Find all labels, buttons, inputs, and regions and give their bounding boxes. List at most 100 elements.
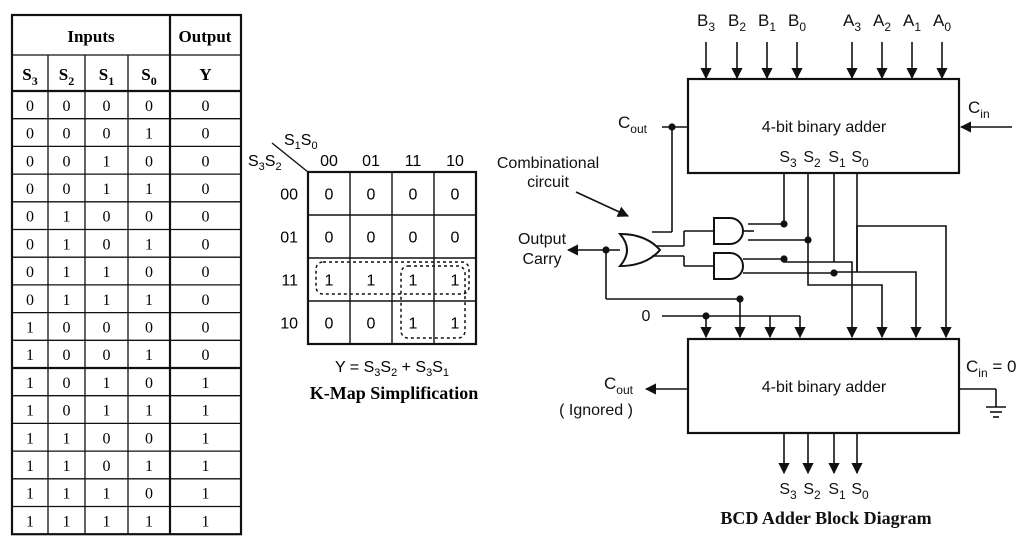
table-cell: 1	[145, 458, 153, 475]
kmap-cell: 1	[367, 273, 376, 290]
table-cell: 0	[63, 319, 71, 336]
table-cell: 0	[202, 181, 210, 198]
input-label-a0: A0	[933, 11, 951, 34]
table-cell: 0	[63, 181, 71, 198]
table-cell: 0	[103, 319, 111, 336]
table-cell: 1	[103, 292, 111, 309]
top-output-s3: S3	[779, 149, 797, 170]
table-cell: 1	[103, 264, 111, 281]
truth-table-header-s1: S1	[99, 65, 114, 88]
table-cell: 1	[202, 458, 210, 475]
truth-table-border	[10, 13, 243, 536]
table-cell: 1	[145, 126, 153, 143]
kmap-cell: 0	[367, 187, 376, 204]
kmap-cell: 1	[325, 273, 334, 290]
table-cell: 0	[26, 209, 34, 226]
kmap-row-variables: S3S2	[248, 153, 282, 173]
kmap-row-label: 11	[281, 273, 298, 290]
table-cell: 1	[26, 513, 34, 530]
table-cell: 0	[103, 347, 111, 364]
table-cell: 0	[26, 126, 34, 143]
kmap-corner-diagonal	[271, 142, 309, 173]
kmap-cell: 1	[451, 273, 460, 290]
table-cell: 0	[202, 236, 210, 253]
junction-carry	[602, 246, 610, 254]
or-gate	[617, 232, 662, 268]
input-label-b3: B3	[697, 11, 715, 34]
table-cell: 0	[26, 292, 34, 309]
and-gate-2	[713, 252, 744, 280]
table-cell: 1	[202, 403, 210, 420]
table-cell: 0	[103, 98, 111, 115]
s0-route	[856, 225, 952, 339]
junction-s3-b	[780, 255, 788, 263]
combinational-pointer	[575, 191, 630, 217]
kmap-cell: 1	[409, 316, 418, 333]
final-output-s2: S2	[803, 481, 821, 502]
top-adder-label: 4-bit binary adder	[762, 119, 887, 136]
junction-cout	[668, 123, 676, 131]
table-cell: 1	[63, 486, 71, 503]
input-label-b0: B0	[788, 11, 806, 34]
table-cell: 0	[202, 292, 210, 309]
truth-table-grid	[10, 13, 243, 536]
table-cell: 0	[103, 458, 111, 475]
table-cell: 1	[103, 375, 111, 392]
table-cell: 1	[26, 458, 34, 475]
table-cell: 1	[26, 375, 34, 392]
kmap-equation: Y = S3S2 + S3S1	[335, 359, 449, 379]
kmap-cell: 1	[409, 273, 418, 290]
kmap-cell: 0	[325, 316, 334, 333]
table-cell: 1	[63, 209, 71, 226]
kmap-col-label: 01	[362, 153, 380, 170]
kmap-cell: 0	[325, 187, 334, 204]
zero-label: 0	[642, 308, 651, 325]
table-cell: 1	[63, 513, 71, 530]
kmap-cell: 0	[409, 187, 418, 204]
final-output-s3: S3	[779, 481, 797, 502]
table-cell: 0	[63, 347, 71, 364]
truth-table-header-y: Y	[199, 65, 211, 84]
kmap-group-row-11	[315, 261, 470, 295]
combinational-label-line1: Combinational	[497, 155, 599, 172]
kmap-cell: 0	[451, 187, 460, 204]
table-cell: 0	[145, 375, 153, 392]
table-cell: 0	[63, 375, 71, 392]
table-cell: 1	[26, 430, 34, 447]
final-output-s0: S0	[851, 481, 869, 502]
kmap-group-quad	[400, 265, 466, 339]
truth-table-header-s0: S0	[141, 65, 156, 88]
cout-bottom-label: Cout	[604, 374, 634, 397]
table-cell: 1	[103, 153, 111, 170]
table-cell: 1	[26, 347, 34, 364]
table-cell: 0	[145, 486, 153, 503]
table-cell: 0	[202, 153, 210, 170]
table-cell: 0	[145, 264, 153, 281]
table-cell: 0	[63, 403, 71, 420]
kmap-grid	[308, 172, 476, 344]
input-label-b1: B1	[758, 11, 776, 34]
bottom-adder-block	[686, 337, 961, 435]
kmap-cell: 0	[367, 316, 376, 333]
junction-zero-1	[702, 312, 710, 320]
input-label-a1: A1	[903, 11, 921, 34]
kmap-row-label: 01	[280, 230, 298, 247]
table-cell: 1	[202, 513, 210, 530]
kmap-col-label: 11	[405, 153, 422, 170]
